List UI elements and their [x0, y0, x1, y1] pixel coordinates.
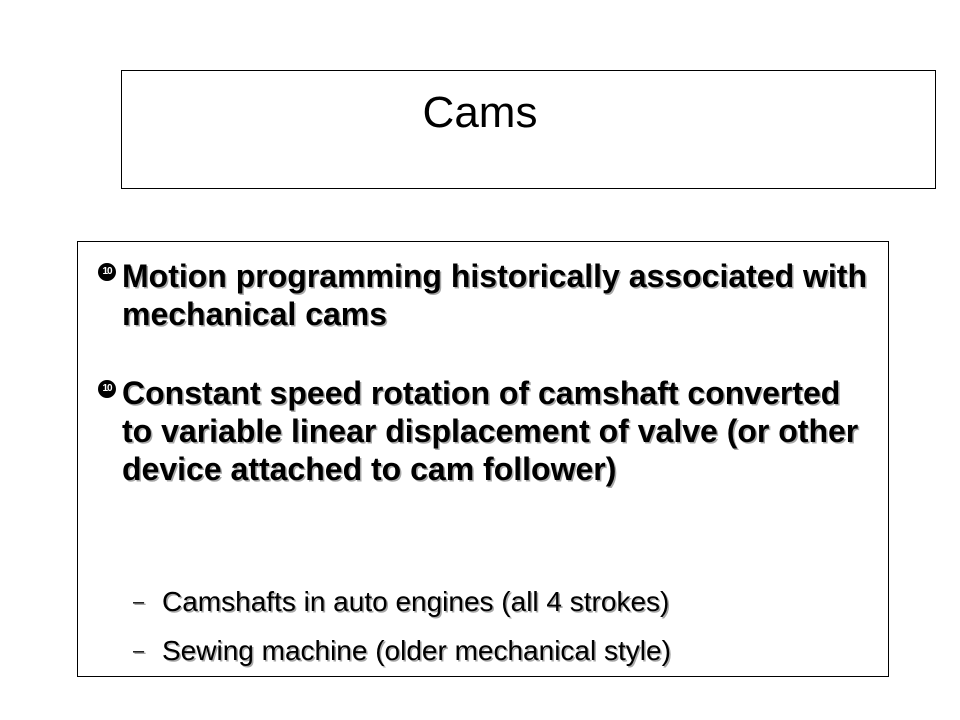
bullet-text: Constant speed rotation of camshaft conv…	[122, 375, 859, 487]
dash-marker: –	[133, 640, 145, 662]
sub-bullet-item: – Sewing machine (older mechanical style…	[133, 634, 873, 668]
dash-marker: –	[133, 591, 145, 613]
bullet-item: 10 Constant speed rotation of camshaft c…	[98, 374, 868, 488]
sub-bullet-text: Sewing machine (older mechanical style)	[162, 635, 671, 666]
body-frame	[77, 241, 889, 677]
bullet-item: 10 Motion programming historically assoc…	[98, 257, 868, 333]
circled-ten-icon: 10	[98, 263, 116, 281]
title-frame	[121, 70, 936, 189]
sub-bullet-item: – Camshafts in auto engines (all 4 strok…	[133, 585, 873, 619]
sub-bullet-text: Camshafts in auto engines (all 4 strokes…	[162, 586, 670, 617]
bullet-text: Motion programming historically associat…	[122, 258, 867, 332]
circled-ten-icon: 10	[98, 380, 116, 398]
slide-title: Cams	[422, 88, 538, 137]
